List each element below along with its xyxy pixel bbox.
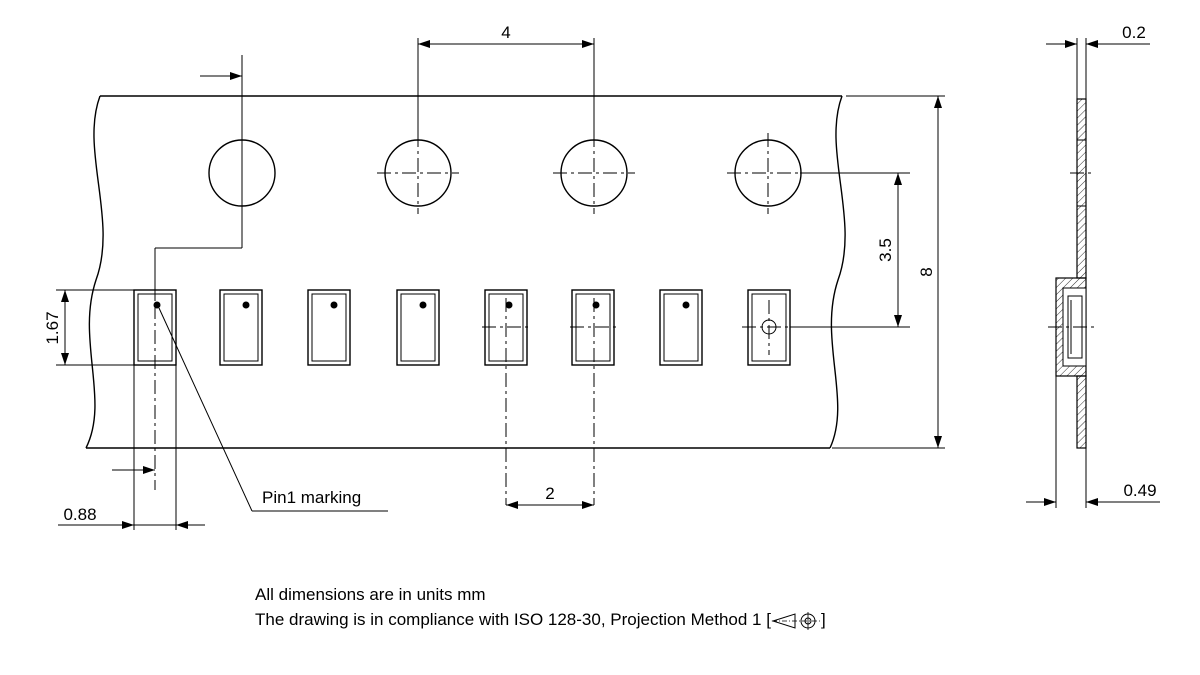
tape-section-upper xyxy=(1076,98,1087,279)
sprocket-holes xyxy=(208,133,809,214)
units-note: All dimensions are in units mm xyxy=(255,585,486,604)
dim-hole-to-pocket: 3.5 xyxy=(790,172,910,328)
dim-tape-width: 8 xyxy=(832,95,945,449)
dim-label-pocket-length: 1.67 xyxy=(43,311,62,344)
dim-label-hole-pitch: 4 xyxy=(501,23,510,42)
dim-pocket-pitch: 2 xyxy=(506,484,594,509)
dim-label-pocket-pitch: 2 xyxy=(545,484,554,503)
compliance-text: The drawing is in compliance with ISO 12… xyxy=(255,610,771,629)
dim-label-tape-thickness: 0.2 xyxy=(1122,23,1146,42)
pocket xyxy=(307,289,351,366)
pocket xyxy=(133,289,177,366)
dim-label-hole-to-pocket: 3.5 xyxy=(876,238,895,262)
dim-hole-pitch: 4 xyxy=(417,23,595,140)
tape-section-lower xyxy=(1076,375,1087,449)
projection-method-icon xyxy=(771,611,820,630)
dim-label-pocket-width: 0.88 xyxy=(63,505,96,524)
pocket xyxy=(219,289,263,366)
reference-lines xyxy=(154,55,243,300)
compliance-note: The drawing is in compliance with ISO 12… xyxy=(255,610,826,631)
compliance-end: ] xyxy=(820,610,826,629)
dim-pocket-width: 0.88 xyxy=(58,365,205,530)
pin1-leader: Pin1 marking xyxy=(158,307,388,512)
dim-label-total-thickness: 0.49 xyxy=(1123,481,1156,500)
pin1-label: Pin1 marking xyxy=(262,488,361,507)
dim-pocket-length: 1.67 xyxy=(43,289,134,366)
pocket xyxy=(396,289,440,366)
tape-outline xyxy=(85,95,846,449)
pocket xyxy=(659,289,703,366)
side-view: 0.2 0.49 xyxy=(1026,23,1160,508)
dim-label-tape-width: 8 xyxy=(917,267,936,276)
